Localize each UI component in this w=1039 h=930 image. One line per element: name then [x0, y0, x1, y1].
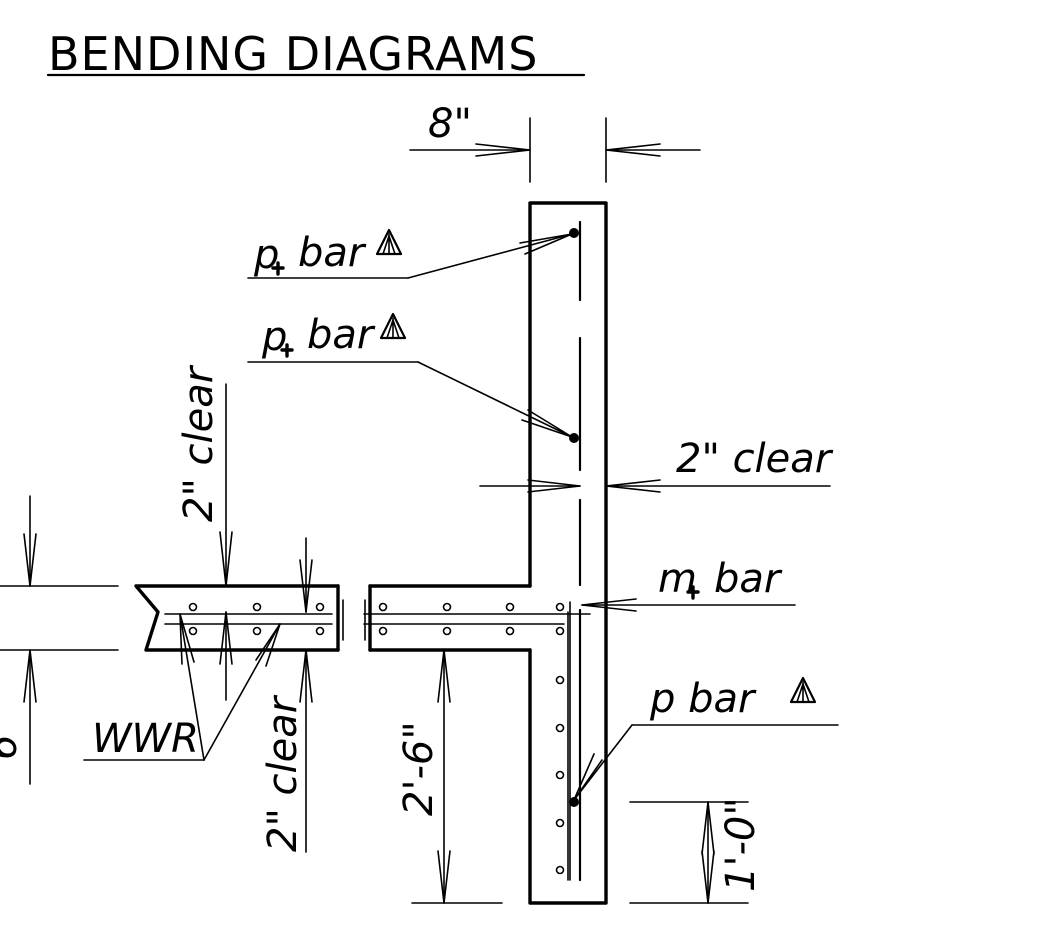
- slab-thickness-label: 6: [0, 735, 26, 760]
- arrow-slab-thk-up: [23, 649, 37, 703]
- wall-clear-label: 2" clear: [676, 436, 834, 482]
- p-bar-lower-label: p bar: [649, 676, 757, 722]
- arrow-8in-right: [605, 143, 661, 157]
- lap-length-label: 1'-0": [718, 797, 764, 892]
- hatched-triangle-icon: [379, 312, 407, 340]
- wall-thickness-label: 8": [428, 101, 472, 147]
- slab-outline-left: [134, 584, 340, 652]
- p-bar-mid-suffix: bar: [307, 312, 376, 358]
- leader-wwr-2: [203, 623, 281, 761]
- m-bar-suffix: bar: [714, 556, 783, 602]
- plus-subscript-icon: [280, 343, 294, 358]
- p-bar-upper-suffix: bar: [298, 230, 367, 276]
- arrow-wwr-2: [255, 623, 281, 667]
- arrow-lap-down: [701, 850, 715, 904]
- leader-p-upper: [407, 233, 573, 279]
- p-bar-dot-mid: [569, 433, 579, 443]
- diagram-title: BENDING DIAGRAMS: [48, 27, 538, 81]
- plus-subscript-icon: [271, 261, 285, 276]
- arrow-slab-bottom-clear-down: [299, 559, 313, 613]
- slab-bar-dots: [188, 602, 565, 636]
- arrow-wwr-1: [179, 613, 195, 665]
- wall-bar-dots: [555, 675, 565, 875]
- slab-bottom-clear-label: 2" clear: [260, 694, 306, 852]
- arrow-slab-top-clear-up: [219, 611, 233, 665]
- plus-subscript-icon: [686, 585, 700, 600]
- arrow-8in-left: [475, 143, 531, 157]
- arrow-p-mid: [521, 409, 573, 438]
- arrow-slab-top-clear: [219, 531, 233, 587]
- arrow-p-lower: [573, 753, 603, 801]
- wall-outline: [528, 201, 608, 905]
- arrow-wall-below-up: [437, 649, 451, 703]
- p-bar-dot-lower: [569, 797, 579, 807]
- p-bar-dot-upper: [569, 228, 579, 238]
- hatched-triangle-icon: [375, 228, 403, 256]
- wall-below-height-label: 2'-6": [396, 721, 442, 816]
- arrow-slab-thk-down: [23, 533, 37, 587]
- arrow-p-upper: [519, 233, 573, 255]
- m-bar-letter: m: [658, 556, 697, 602]
- hatched-triangle-icon: [789, 676, 817, 704]
- leader-wwr-1: [179, 613, 205, 761]
- arrow-wall-clear-left: [527, 479, 581, 493]
- slab-top-clear-label: 2" clear: [176, 364, 222, 522]
- arrow-m-bar: [581, 598, 637, 612]
- arrow-lap-up: [701, 801, 715, 855]
- arrow-wall-clear-right: [605, 479, 661, 493]
- arrow-slab-bottom-clear-up: [299, 649, 313, 703]
- p-bar-mid-letter: p: [261, 314, 287, 360]
- leader-p-mid: [417, 361, 573, 438]
- wwr-label: WWR: [92, 716, 199, 762]
- p-bar-upper-letter: p: [253, 232, 279, 278]
